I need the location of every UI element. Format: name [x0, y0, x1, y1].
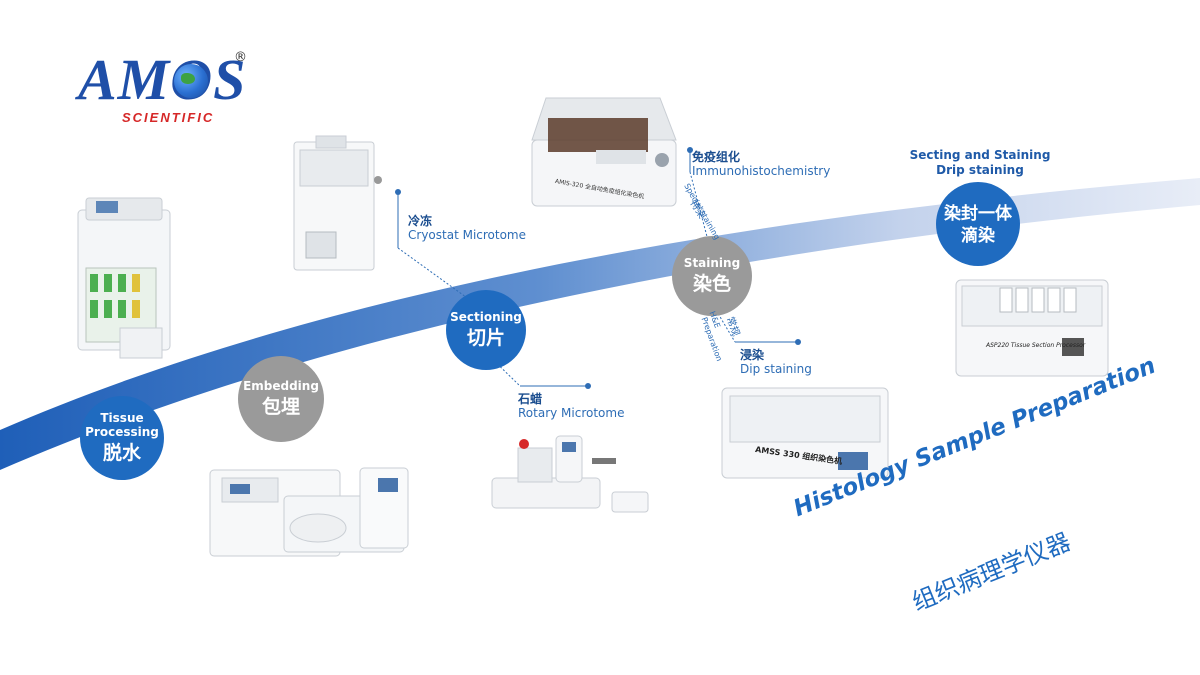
drip-title-line1: Secting and Staining	[909, 148, 1051, 162]
dip-stainer-device	[721, 387, 889, 479]
dot-dip	[795, 339, 801, 345]
stage-tissue-processing: Tissue Processing 脱水	[80, 396, 164, 480]
logo-wordmark: AMOS	[78, 47, 247, 112]
cryostat-label-cn: 冷冻	[408, 214, 433, 228]
rotary-microtome-device	[491, 435, 649, 513]
stage-tissue-processing-cn: 脱水	[102, 442, 141, 464]
ihc-label-en: Immunohistochemistry	[692, 164, 831, 178]
stage-staining-cn: 染色	[692, 273, 731, 295]
stage-embedding-en: Embedding	[243, 379, 319, 393]
stage-sectioning-cn: 切片	[466, 327, 505, 349]
stage-tissue-processing-en: Tissue Processing	[85, 411, 159, 439]
drip-staining-title: Secting and Staining Drip staining	[900, 148, 1060, 178]
connector-ihc	[689, 171, 711, 249]
dot-ihc	[687, 147, 693, 153]
connector-cryostat	[397, 247, 471, 301]
tissue-processor-device	[77, 197, 171, 359]
dot-rotary	[585, 383, 591, 389]
stage-sectioning-en: Sectioning	[450, 310, 522, 324]
drip-staining-device	[955, 279, 1109, 377]
stage-drip-staining-cn: 染封一体 滴染	[944, 204, 1012, 246]
globe-icon	[174, 64, 208, 98]
stage-staining: Staining 染色	[672, 236, 752, 316]
amos-logo: AMOS SCIENTIFIC ®	[78, 48, 248, 138]
stage-embedding: Embedding 包埋	[238, 356, 324, 442]
registered-mark: ®	[234, 50, 247, 65]
rotary-label-en: Rotary Microtome	[518, 406, 625, 420]
ihc-label-cn: 免疫组化	[692, 150, 741, 164]
embedding-station-device	[209, 467, 409, 557]
stage-drip-staining: 染封一体 滴染	[936, 182, 1020, 266]
drip-device-label: ASP220 Tissue Section Processor	[986, 342, 1086, 349]
dot-cryostat	[395, 189, 401, 195]
cryostat-device	[293, 135, 382, 271]
stage-sectioning: Sectioning 切片	[446, 290, 526, 370]
drip-title-line2: Drip staining	[936, 163, 1024, 177]
ihc-stainer-device	[531, 97, 677, 207]
process-band	[0, 178, 1200, 470]
stage-staining-en: Staining	[683, 256, 741, 270]
dip-label-en: Dip staining	[740, 362, 812, 376]
dip-label-cn: 浸染	[740, 348, 765, 362]
logo-subtitle: SCIENTIFIC	[122, 110, 215, 125]
cryostat-label-en: Cryostat Microtome	[408, 228, 527, 242]
stage-embedding-cn: 包埋	[261, 396, 300, 418]
rotary-label-cn: 石蜡	[518, 392, 543, 406]
